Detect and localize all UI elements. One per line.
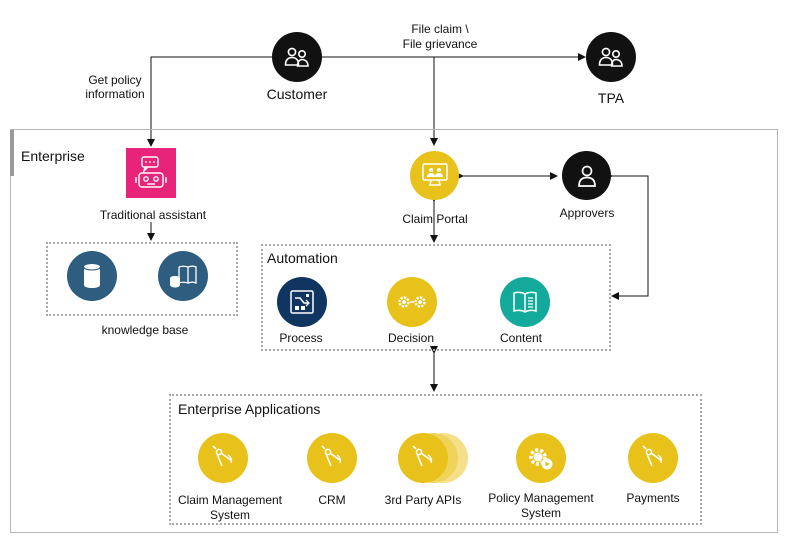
- decision-node[interactable]: [387, 277, 437, 327]
- claim-management-label-2: System: [209, 508, 250, 522]
- tpa-label: TPA: [597, 90, 625, 106]
- knowledge-base-label: knowledge base: [101, 323, 189, 337]
- process-label: Process: [279, 331, 323, 345]
- knowledge-base-box: [46, 242, 238, 316]
- people-icon: [284, 47, 309, 67]
- enterprise-applications-label: Enterprise Applications: [178, 401, 321, 417]
- kb-documents-node[interactable]: [158, 251, 208, 301]
- gear-play-icon: [529, 448, 553, 470]
- content-node[interactable]: [500, 277, 550, 327]
- claim-management-node[interactable]: [198, 433, 248, 483]
- content-label: Content: [499, 331, 543, 345]
- compass-icon: [321, 445, 342, 467]
- traditional-assistant-node[interactable]: [126, 148, 176, 198]
- file-claim-label-2: File grievance: [402, 37, 478, 51]
- crm-label: CRM: [318, 493, 346, 507]
- automation-box: [261, 244, 611, 351]
- compass-icon: [642, 445, 663, 467]
- payments-label: Payments: [626, 491, 680, 505]
- customer-to-assistant-line: [147, 56, 272, 147]
- decision-label: Decision: [387, 331, 435, 345]
- people-icon: [598, 47, 623, 67]
- traditional-assistant-label: Traditional assistant: [99, 208, 207, 222]
- get-policy-label-1: Get policy: [88, 73, 142, 87]
- process-icon: [290, 290, 314, 314]
- claim-portal-node[interactable]: [410, 151, 459, 200]
- payments-node[interactable]: [628, 433, 678, 483]
- approvers-automation-line: [605, 172, 649, 300]
- enterprise-bar: [10, 130, 14, 176]
- chatbot-icon: [135, 156, 167, 188]
- claim-management-label-1: Claim Management: [177, 493, 283, 507]
- enterprise-boundary: [10, 129, 778, 533]
- gears-icon: [398, 296, 426, 308]
- policy-management-node[interactable]: [516, 433, 566, 483]
- open-book-icon: [513, 291, 537, 313]
- customer-node[interactable]: [272, 32, 322, 82]
- compass-icon: [212, 445, 233, 467]
- enterprise-label: Enterprise: [21, 148, 85, 164]
- third-party-apis-node[interactable]: [398, 433, 448, 483]
- policy-management-label-1: Policy Management: [488, 491, 594, 505]
- process-node[interactable]: [277, 277, 327, 327]
- tpa-node[interactable]: [586, 32, 636, 82]
- kb-database-node[interactable]: [67, 251, 117, 301]
- automation-label: Automation: [267, 250, 338, 266]
- policy-management-label-2: System: [520, 506, 561, 520]
- approvers-node[interactable]: [562, 151, 611, 200]
- file-claim-label-1: File claim \: [411, 22, 469, 36]
- book-database-icon: [170, 265, 197, 288]
- database-icon: [83, 264, 101, 288]
- enterprise-applications-box: [169, 394, 702, 525]
- customer-label: Customer: [266, 86, 328, 102]
- crm-node[interactable]: [307, 433, 357, 483]
- claim-portal-label: Claim Portal: [402, 212, 468, 226]
- get-policy-label-2: information: [85, 87, 145, 101]
- user-icon: [577, 165, 596, 187]
- compass-icon: [412, 445, 433, 467]
- monitor-users-icon: [421, 162, 448, 186]
- third-party-apis-label: 3rd Party APIs: [384, 493, 462, 507]
- approvers-label: Approvers: [559, 206, 615, 220]
